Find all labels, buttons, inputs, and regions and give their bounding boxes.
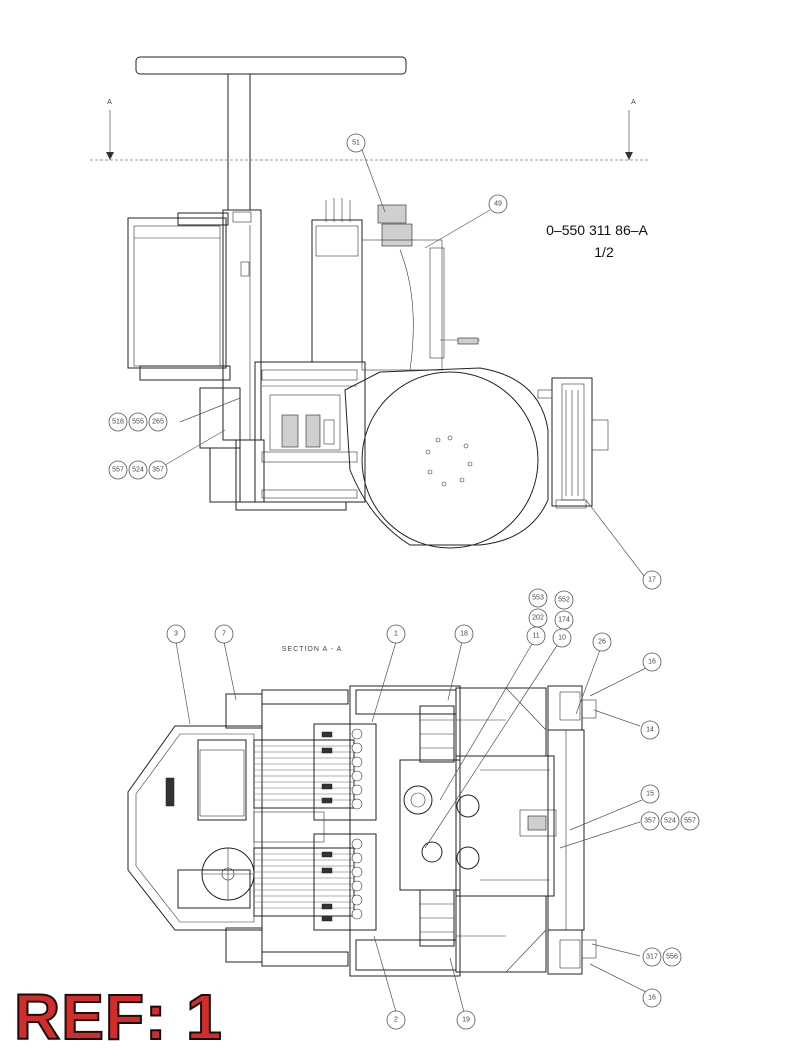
svg-text:51: 51 (352, 140, 360, 147)
svg-text:11: 11 (532, 633, 539, 640)
svg-text:553: 553 (532, 595, 544, 602)
svg-text:524: 524 (132, 467, 144, 474)
svg-text:7: 7 (222, 631, 226, 638)
svg-text:265: 265 (152, 419, 164, 426)
svg-text:555: 555 (132, 419, 144, 426)
svg-text:2: 2 (394, 1017, 398, 1024)
callout-265: 265 (148, 412, 168, 432)
callout-555: 555 (128, 412, 148, 432)
svg-text:317: 317 (646, 954, 658, 961)
svg-text:26: 26 (598, 639, 606, 646)
svg-text:15: 15 (646, 791, 654, 798)
svg-text:357: 357 (152, 467, 164, 474)
svg-text:557: 557 (112, 467, 124, 474)
callout-557-section: 557 (680, 811, 700, 831)
callout-14: 14 (640, 720, 660, 740)
callout-17: 17 (642, 570, 662, 590)
svg-text:557: 557 (684, 818, 696, 825)
svg-text:518: 518 (112, 419, 124, 426)
drawing-number: 0–550 311 86–A (546, 222, 648, 238)
callout-15: 15 (640, 784, 660, 804)
callout-18: 18 (454, 624, 474, 644)
callout-202: 202 (528, 608, 548, 628)
callout-16-bottom: 16 (642, 988, 662, 1008)
svg-text:19: 19 (462, 1017, 470, 1024)
svg-text:1: 1 (394, 631, 398, 638)
callout-357-side: 357 (148, 460, 168, 480)
callout-2: 2 (386, 1010, 406, 1030)
svg-text:18: 18 (460, 631, 468, 638)
callout-11: 11 (526, 626, 546, 646)
callout-518: 518 (108, 412, 128, 432)
svg-text:14: 14 (646, 727, 654, 734)
callout-16-top: 16 (642, 652, 662, 672)
svg-text:3: 3 (174, 631, 178, 638)
ref-label: REF: 1 (13, 981, 223, 1053)
svg-text:17: 17 (648, 577, 656, 584)
callout-7: 7 (214, 624, 234, 644)
callout-556: 556 (662, 947, 682, 967)
callout-19: 19 (456, 1010, 476, 1030)
callout-26: 26 (592, 632, 612, 652)
svg-text:556: 556 (666, 954, 678, 961)
section-title: SECTION A - A (282, 646, 342, 653)
callout-524-side: 524 (128, 460, 148, 480)
svg-text:16: 16 (648, 659, 656, 666)
svg-text:10: 10 (558, 635, 566, 642)
callout-524-section: 524 (660, 811, 680, 831)
callout-49: 49 (488, 194, 508, 214)
svg-text:357: 357 (644, 818, 656, 825)
callout-51: 51 (346, 133, 366, 153)
side-view (90, 56, 648, 549)
svg-text:49: 49 (494, 201, 502, 208)
leader-lines (159, 149, 647, 1013)
svg-text:16: 16 (648, 995, 656, 1002)
callout-1: 1 (386, 624, 406, 644)
callout-10: 10 (552, 628, 572, 648)
callout-553: 553 (528, 588, 548, 608)
callout-357-section: 357 (640, 811, 660, 831)
callout-317: 317 (642, 947, 662, 967)
section-marker-left: A (107, 99, 113, 106)
svg-text:524: 524 (664, 818, 676, 825)
section-view (127, 685, 597, 977)
callout-552: 552 (554, 590, 574, 610)
svg-text:202: 202 (532, 615, 544, 622)
section-marker-right: A (631, 99, 637, 106)
svg-text:552: 552 (558, 597, 570, 604)
callout-557-side: 557 (108, 460, 128, 480)
svg-text:174: 174 (558, 617, 570, 624)
callout-3: 3 (166, 624, 186, 644)
sheet-number: 1/2 (594, 244, 614, 260)
callout-174: 174 (554, 610, 574, 630)
